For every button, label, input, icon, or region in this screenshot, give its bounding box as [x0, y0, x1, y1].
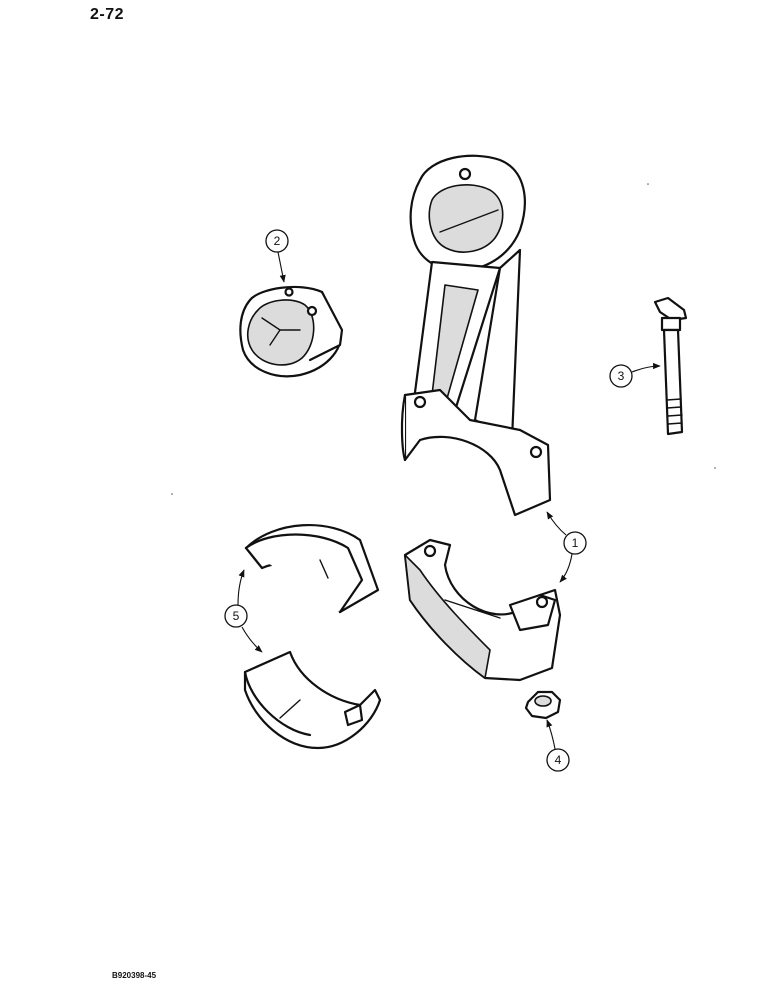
connecting-rod-cap — [403, 538, 562, 682]
callout-4-label: 4 — [555, 753, 562, 767]
callout-4: 4 — [546, 719, 570, 772]
callout-3-label: 3 — [618, 369, 625, 383]
connecting-rod-bolt — [653, 296, 688, 436]
callout-1-label: 1 — [572, 536, 579, 550]
callout-2: 2 — [265, 229, 289, 283]
page-number: 2-72 — [90, 6, 125, 23]
callout-1: 1 — [546, 511, 587, 583]
figure-code: B920398-45 — [112, 971, 157, 980]
small-end-bushing — [239, 285, 344, 378]
callout-3: 3 — [609, 362, 661, 388]
callout-5: 5 — [224, 569, 263, 653]
lower-bearing-shell — [243, 650, 382, 750]
callout-2-label: 2 — [274, 234, 281, 248]
connecting-rod — [400, 154, 552, 517]
nut — [524, 690, 562, 720]
upper-bearing-shell — [244, 524, 380, 614]
callout-5-label: 5 — [233, 609, 240, 623]
